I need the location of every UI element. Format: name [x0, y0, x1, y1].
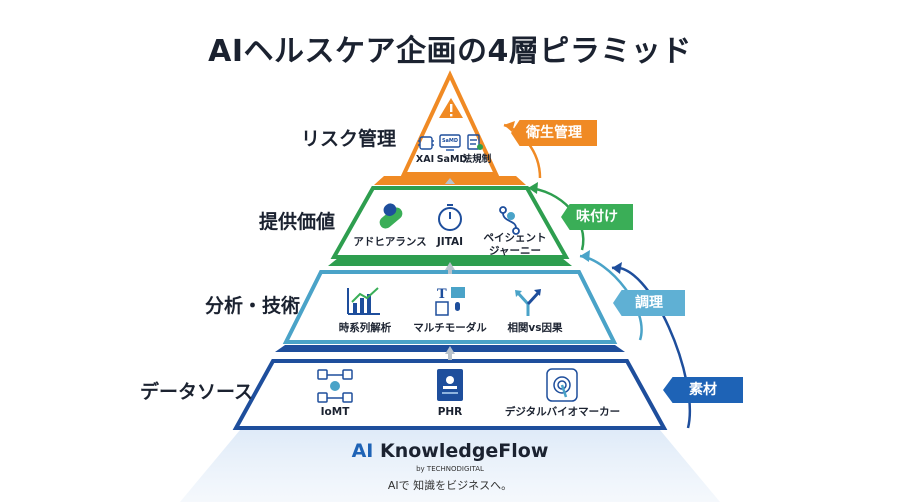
bar-chart-icon — [347, 287, 380, 315]
multimodal-icon: T — [435, 287, 465, 316]
stopwatch-icon — [438, 204, 462, 231]
health-record-icon — [437, 369, 463, 401]
layer-label-value: 提供価値 — [259, 211, 336, 233]
fingerprint-touch-icon — [546, 368, 578, 402]
layer-label-risk: リスク管理 — [301, 128, 397, 150]
item-adherence: アドヒアランス — [353, 236, 427, 248]
legal-document-icon — [467, 134, 483, 150]
item-iomt: IoMT — [320, 406, 350, 418]
brand-tagline: AIで 知識をビジネスへ。 — [387, 479, 513, 492]
journey-path-icon — [499, 206, 520, 235]
tag-risk: 衛生管理 — [511, 120, 597, 146]
item-samd: SaMD — [436, 154, 468, 165]
item-patient-journey: ペイシェント ジャーニー — [483, 232, 547, 257]
center-arrows — [445, 178, 455, 360]
tag-tech: 調理 — [613, 290, 685, 316]
item-regulation: 法規制 — [462, 154, 492, 165]
item-multimodal: マルチモーダル — [413, 322, 487, 334]
brand-name: AI KnowledgeFlow — [0, 440, 900, 462]
right-flow-arrows — [503, 121, 691, 429]
branch-arrows-icon — [515, 289, 541, 316]
item-phr: PHR — [437, 406, 463, 418]
device-icon-label: SaMD — [441, 138, 459, 144]
brand-prefix: AI — [351, 440, 374, 462]
ai-chip-icon — [418, 136, 434, 150]
layer-label-tech: 分析・技術 — [205, 295, 301, 317]
item-digital-biomarker: デジタルバイオマーカー — [504, 406, 621, 418]
page-title: AIヘルスケア企画の4層ピラミッド — [208, 34, 692, 69]
pill-icon — [379, 203, 403, 229]
brand-main: KnowledgeFlow — [379, 440, 549, 462]
tag-data: 素材 — [663, 377, 743, 403]
item-correlation-causation: 相関vs因果 — [507, 322, 563, 334]
base-glow — [180, 430, 720, 502]
iot-network-icon — [317, 369, 353, 403]
item-jitai: JITAI — [436, 236, 464, 248]
tech-layer-shape — [282, 270, 618, 344]
tag-value: 味付け — [561, 204, 633, 230]
item-xai: XAI — [415, 154, 435, 165]
item-time-series: 時系列解析 — [338, 322, 392, 334]
brand-by: by TECHNODIGITAL — [416, 465, 484, 473]
svg-text:T: T — [437, 287, 447, 302]
warning-icon — [439, 98, 463, 118]
device-icon — [439, 134, 461, 151]
layer-label-data: データソース — [140, 381, 254, 403]
